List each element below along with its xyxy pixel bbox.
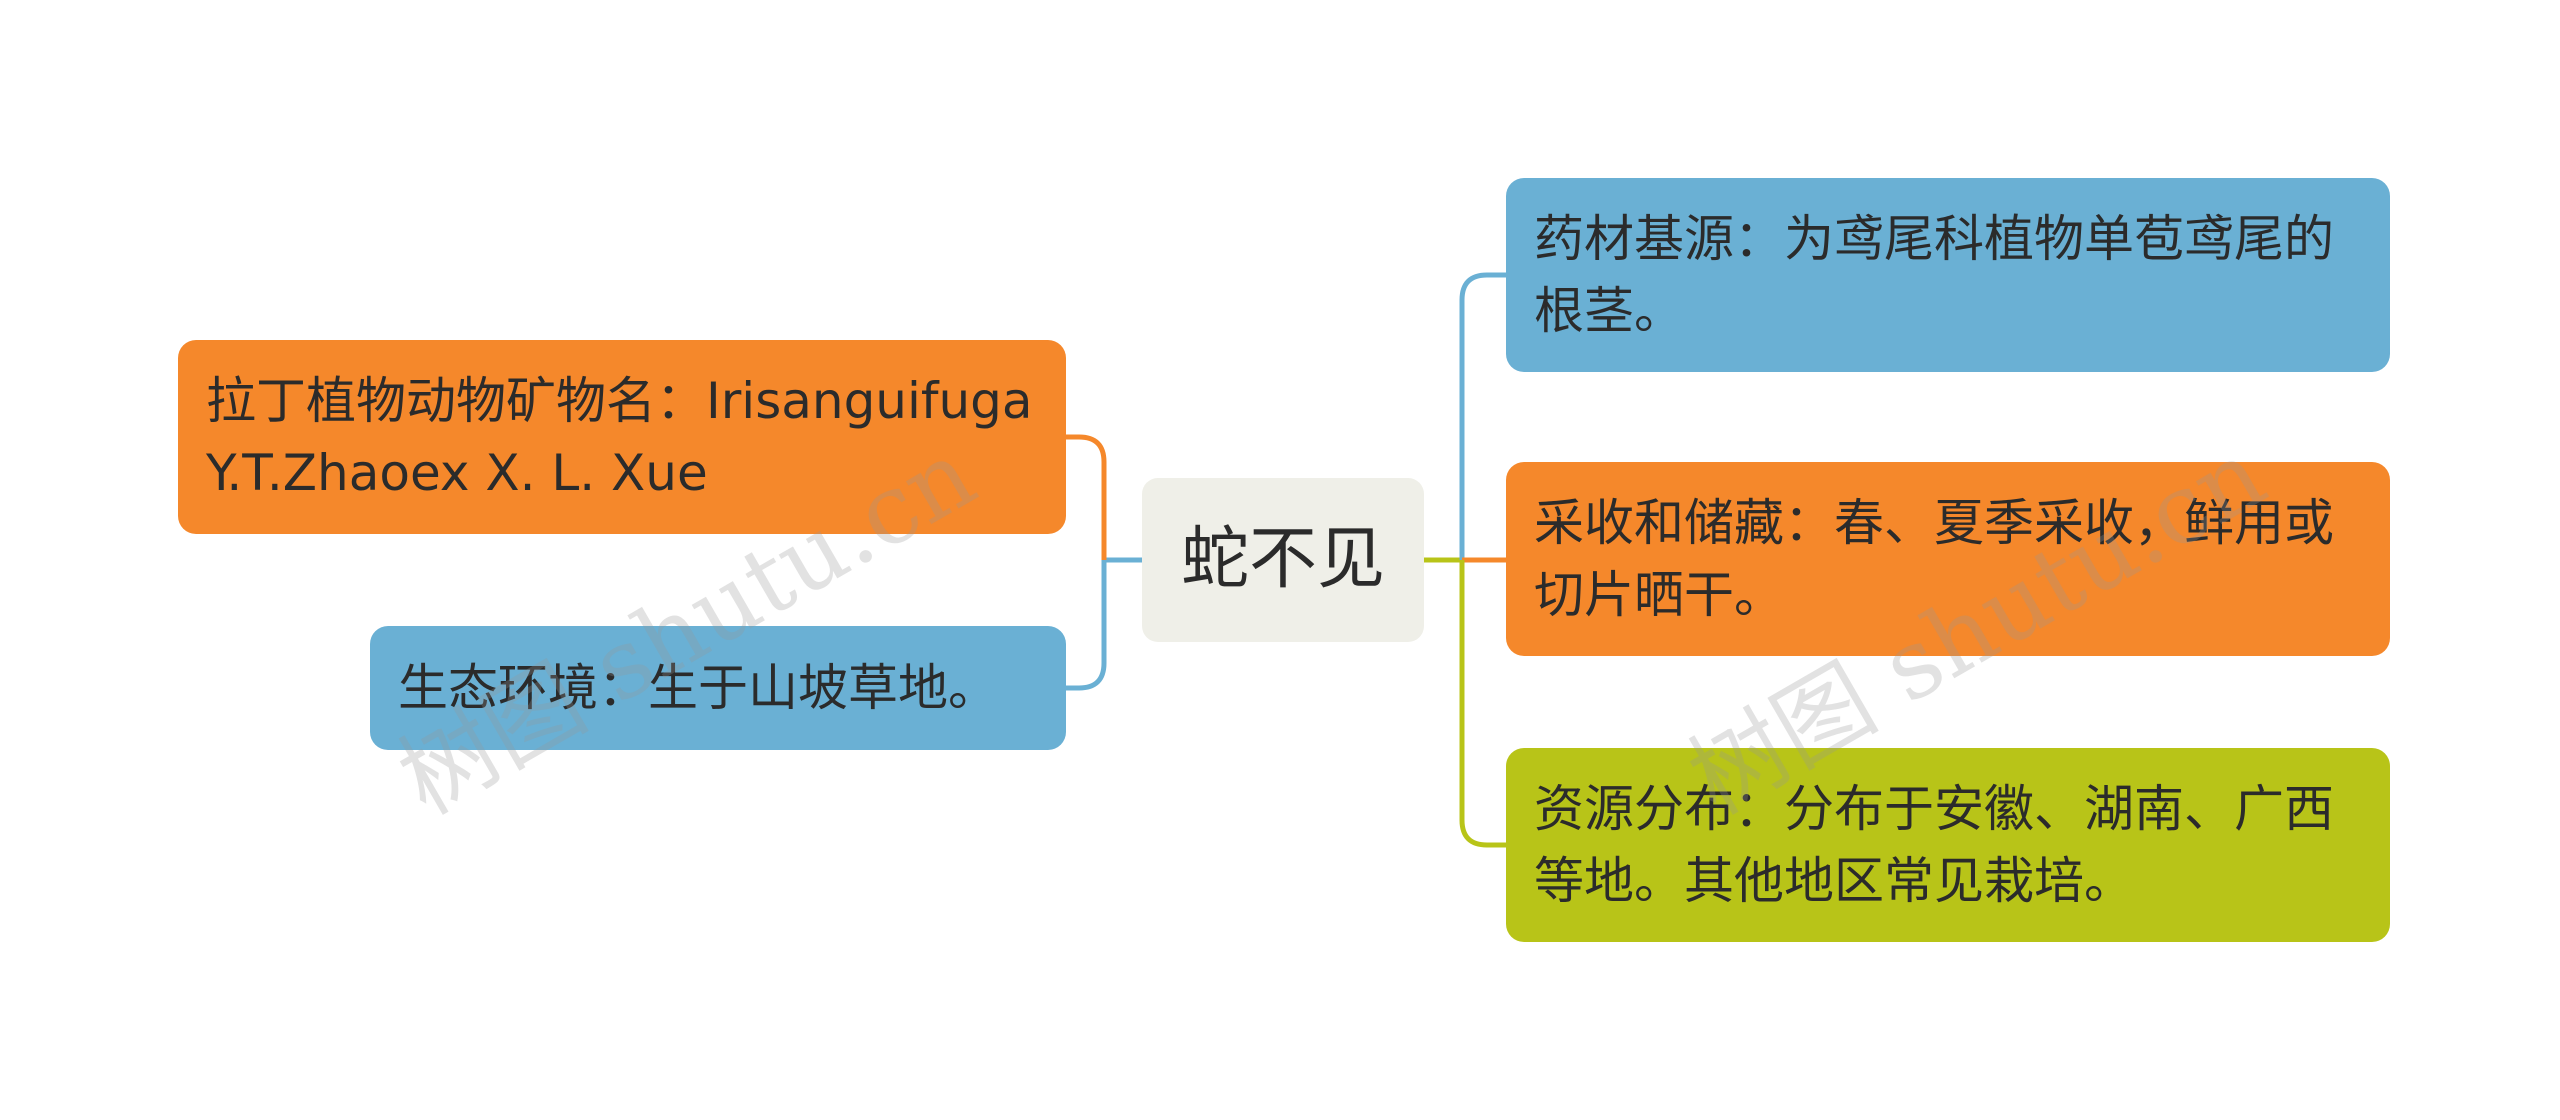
topic-source-text: 药材基源：为鸢尾科植物单苞鸢尾的根茎。 bbox=[1534, 210, 2334, 340]
topic-harvest-text: 采收和储藏：春、夏季采收，鲜用或切片晒干。 bbox=[1534, 494, 2334, 624]
topic-harvest[interactable]: 采收和储藏：春、夏季采收，鲜用或切片晒干。 bbox=[1506, 462, 2390, 656]
topic-latin-name-text: 拉丁植物动物矿物名：Irisanguifuga Y.T.Zhaoex X. L.… bbox=[206, 372, 1033, 502]
central-topic[interactable]: 蛇不见 bbox=[1142, 478, 1424, 642]
topic-ecology[interactable]: 生态环境：生于山坡草地。 bbox=[370, 626, 1066, 750]
topic-source[interactable]: 药材基源：为鸢尾科植物单苞鸢尾的根茎。 bbox=[1506, 178, 2390, 372]
connector-latin bbox=[1066, 434, 1107, 560]
connector-source bbox=[1459, 272, 1506, 560]
connector-eco bbox=[1066, 560, 1107, 691]
topic-ecology-text: 生态环境：生于山坡草地。 bbox=[398, 659, 998, 717]
connector-dist bbox=[1459, 560, 1506, 848]
topic-distribution-text: 资源分布：分布于安徽、湖南、广西等地。其他地区常见栽培。 bbox=[1534, 780, 2334, 910]
central-topic-label: 蛇不见 bbox=[1180, 520, 1385, 599]
topic-latin-name[interactable]: 拉丁植物动物矿物名：Irisanguifuga Y.T.Zhaoex X. L.… bbox=[178, 340, 1066, 534]
topic-distribution[interactable]: 资源分布：分布于安徽、湖南、广西等地。其他地区常见栽培。 bbox=[1506, 748, 2390, 942]
